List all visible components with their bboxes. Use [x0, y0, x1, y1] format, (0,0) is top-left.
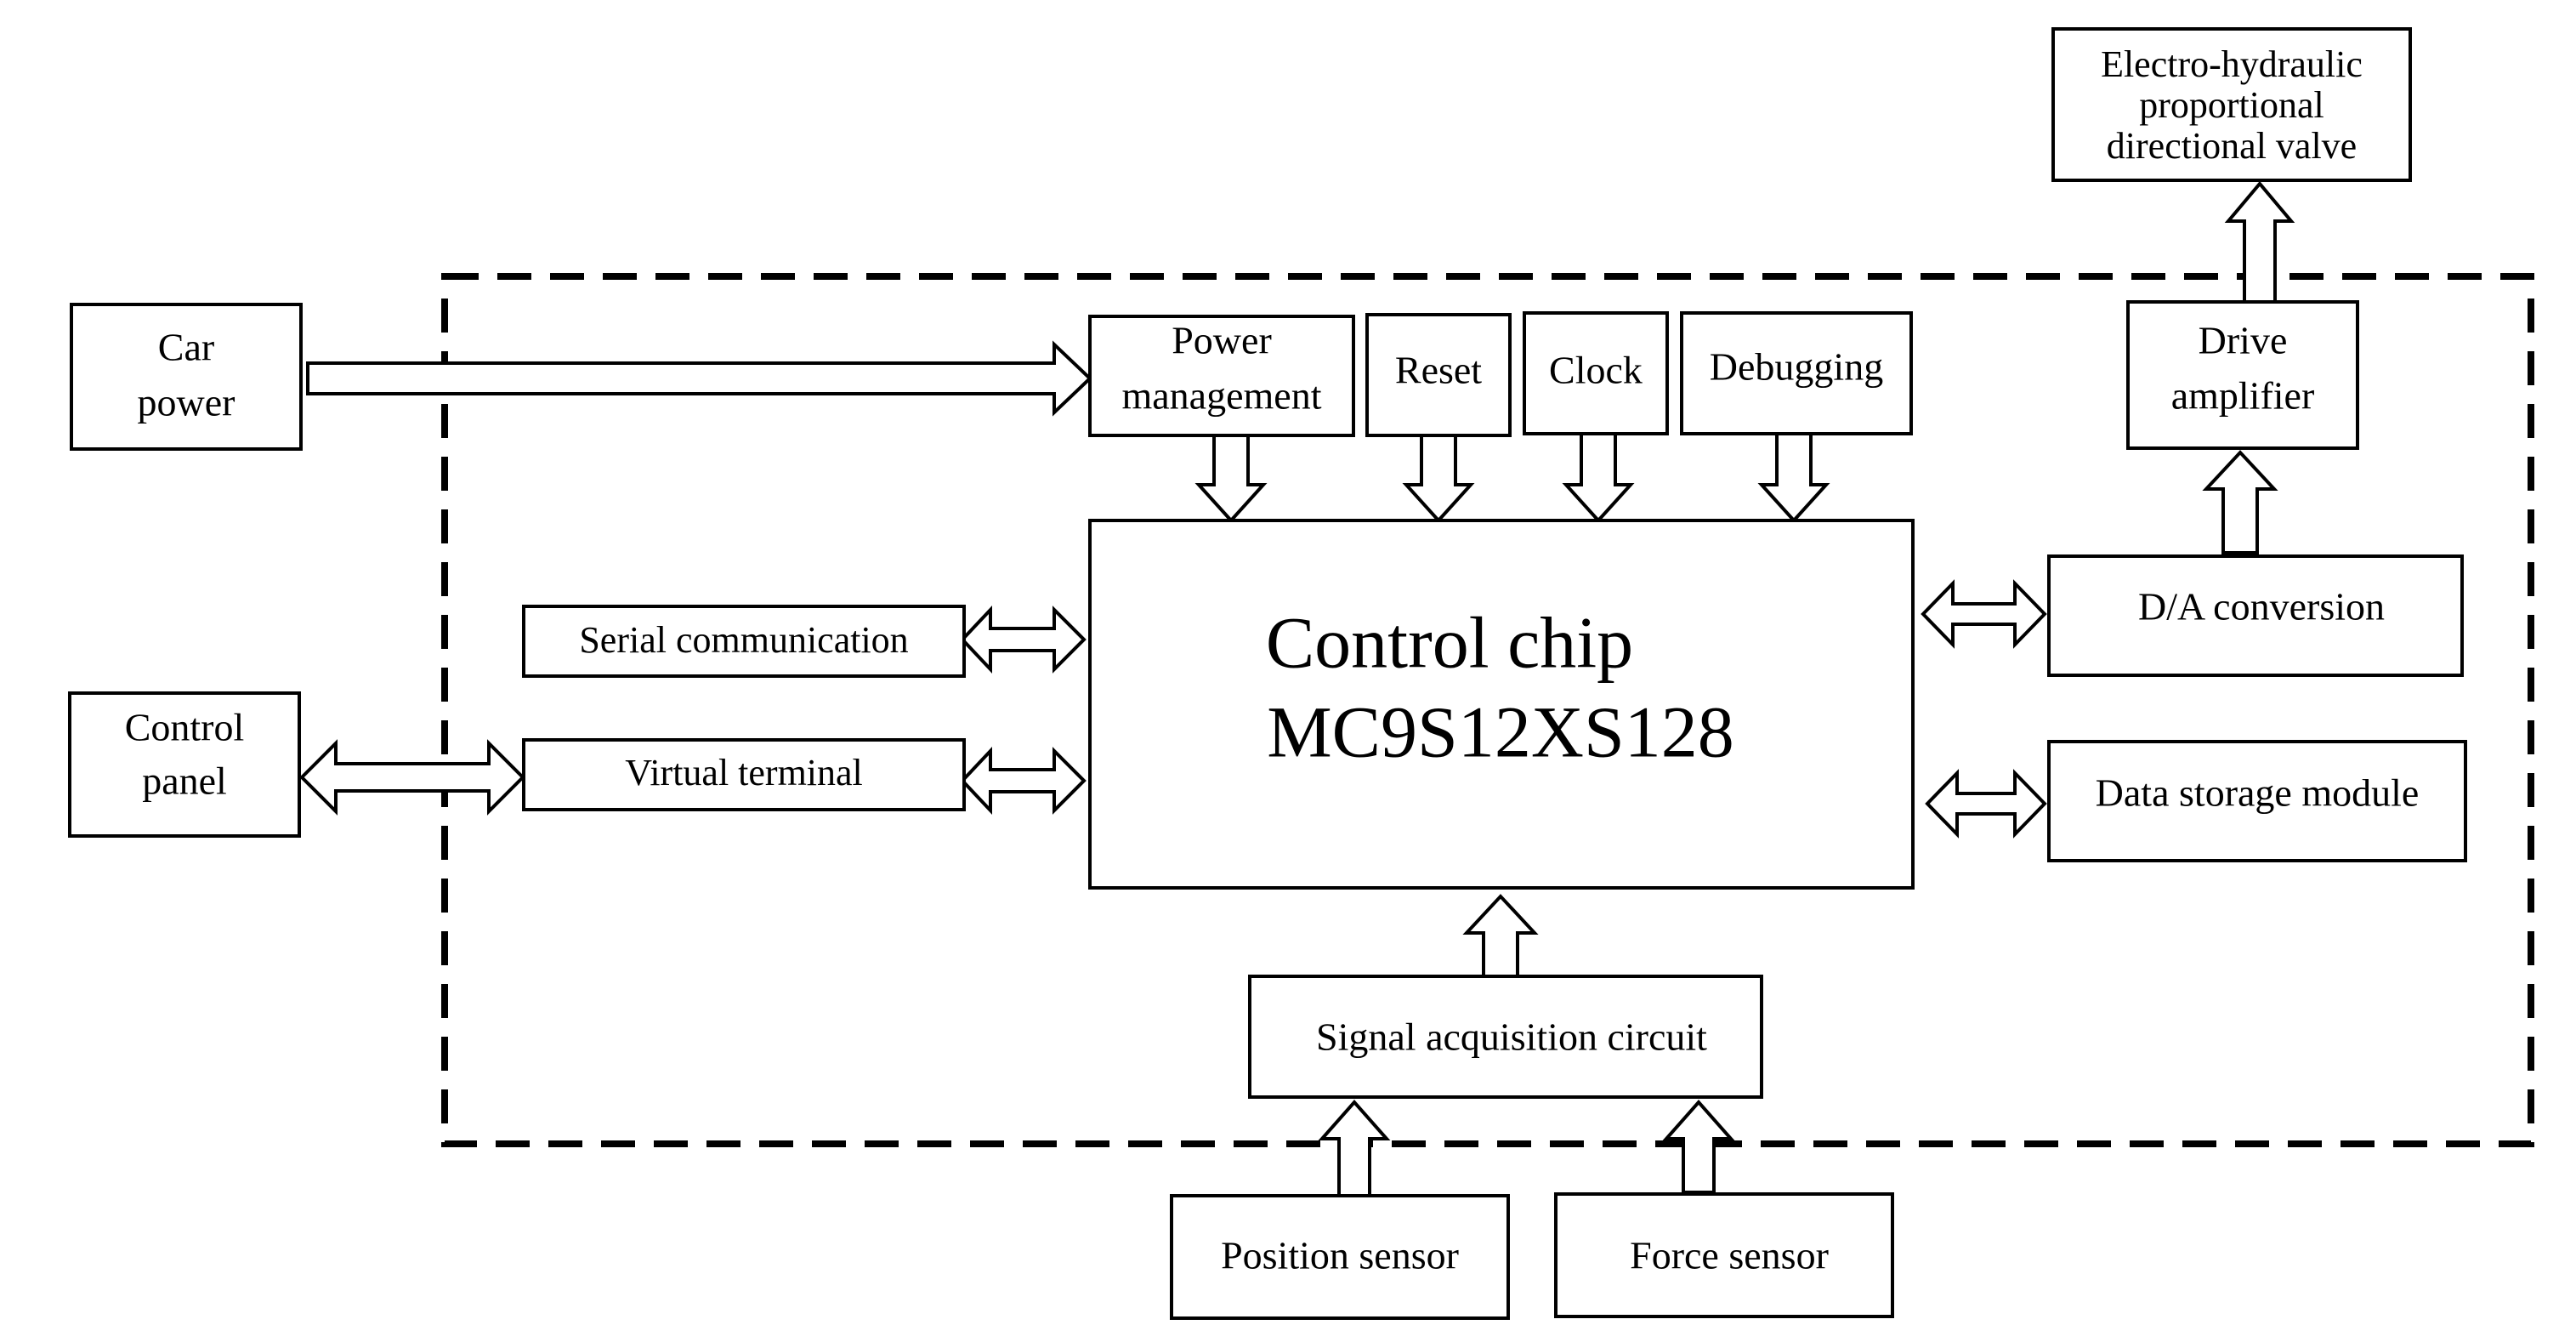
power-management-label-1: Power	[1172, 319, 1272, 362]
virtual-terminal-arrow	[960, 746, 1087, 816]
valve-arrow	[2224, 180, 2295, 304]
control-chip-model: MC9S12XS128	[1267, 691, 1734, 773]
power-management-label-2: management	[1121, 374, 1321, 418]
position-sensor-box: Position sensor	[1170, 1194, 1510, 1320]
position-sensor-arrow	[1318, 1099, 1391, 1197]
debugging-label: Debugging	[1710, 345, 1883, 389]
car-power-arrow	[306, 340, 1092, 417]
virtual-terminal-box: Virtual terminal	[522, 738, 966, 811]
force-sensor-arrow	[1662, 1099, 1735, 1194]
data-storage-box: Data storage module	[2047, 740, 2467, 862]
signal-acquisition-arrow	[1462, 894, 1539, 978]
valve-label-1: Electro-hydraulic	[2101, 43, 2363, 85]
da-conversion-label: D/A conversion	[2138, 585, 2385, 628]
force-sensor-label: Force sensor	[1630, 1234, 1829, 1277]
clock-label: Clock	[1549, 349, 1643, 392]
valve-label-2: proportional	[2139, 84, 2324, 126]
reset-arrow	[1402, 432, 1475, 523]
reset-label: Reset	[1395, 349, 1482, 392]
da-conversion-arrow	[1921, 579, 2047, 649]
car-power-label-2: power	[138, 381, 235, 424]
valve-label-3: directional valve	[2107, 125, 2357, 167]
serial-communication-arrow	[960, 605, 1087, 674]
drive-amplifier-label-2: amplifier	[2171, 374, 2315, 418]
drive-amplifier-box: Drive amplifier	[2126, 300, 2359, 450]
control-panel-label-2: panel	[142, 759, 227, 803]
debugging-box: Debugging	[1680, 311, 1913, 435]
drive-amplifier-label-1: Drive	[2199, 319, 2288, 362]
car-power-box: Car power	[70, 303, 303, 451]
control-panel-label-1: Control	[125, 706, 245, 749]
signal-acquisition-label: Signal acquisition circuit	[1316, 1015, 1707, 1059]
debugging-arrow	[1757, 432, 1830, 523]
control-chip-box: Control chip MC9S12XS128	[1088, 519, 1915, 890]
control-panel-box: Control panel	[68, 691, 301, 838]
signal-acquisition-box: Signal acquisition circuit	[1248, 975, 1763, 1099]
data-storage-arrow	[1925, 769, 2047, 839]
clock-arrow	[1562, 432, 1635, 523]
power-management-arrow	[1194, 432, 1268, 523]
position-sensor-label: Position sensor	[1221, 1234, 1459, 1277]
valve-box: Electro-hydraulic proportional direction…	[2051, 27, 2412, 182]
serial-communication-box: Serial communication	[522, 605, 966, 678]
virtual-terminal-label: Virtual terminal	[625, 752, 863, 793]
force-sensor-box: Force sensor	[1554, 1192, 1894, 1318]
serial-communication-label: Serial communication	[579, 619, 908, 661]
drive-amplifier-arrow	[2202, 450, 2278, 554]
power-management-box: Power management	[1088, 315, 1355, 437]
clock-box: Clock	[1523, 311, 1669, 435]
control-chip-label: Control chip	[1266, 602, 1633, 684]
car-power-label-1: Car	[158, 326, 214, 369]
da-conversion-box: D/A conversion	[2047, 554, 2464, 677]
control-panel-arrow	[299, 739, 525, 816]
data-storage-label: Data storage module	[2096, 771, 2420, 815]
reset-box: Reset	[1365, 313, 1512, 437]
